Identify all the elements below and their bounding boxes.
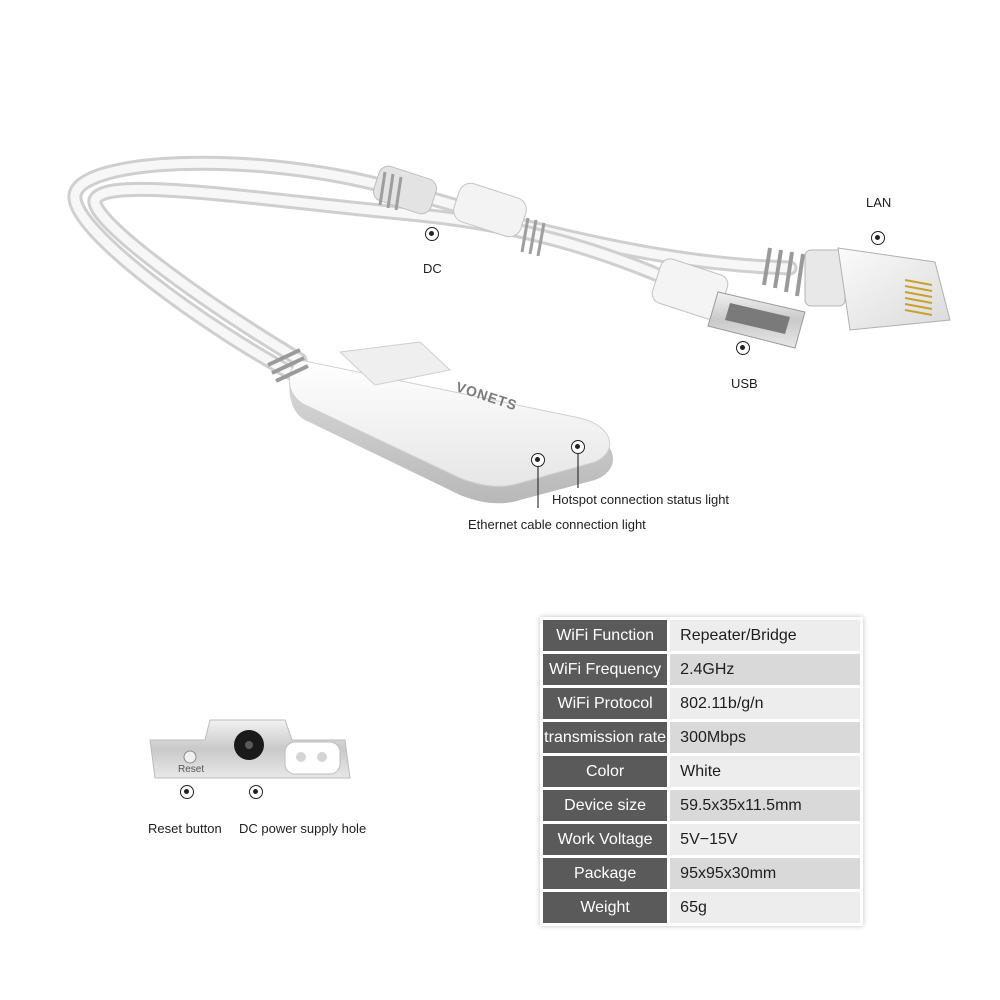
spec-value: 59.5x35x11.5mm: [670, 790, 860, 821]
spec-label: WiFi Function: [543, 620, 668, 651]
lan-label: LAN: [866, 195, 892, 210]
spec-label: WiFi Protocol: [543, 688, 668, 719]
cable-bundle: [67, 155, 798, 383]
device-body: [267, 341, 614, 504]
spec-table: WiFi Function Repeater/Bridge WiFi Frequ…: [540, 617, 863, 926]
dc-hole-marker-icon: [249, 785, 263, 799]
spec-label: Weight: [543, 892, 668, 923]
device-side-view: [149, 719, 351, 779]
rj45-connector: [762, 247, 951, 331]
spec-value: 65g: [670, 892, 860, 923]
callout-leaders: [537, 454, 579, 508]
lan-marker-icon: [871, 231, 885, 245]
hotspot-light-marker-icon: [571, 440, 585, 454]
ethernet-light-marker-icon: [531, 453, 545, 467]
usb-marker-icon: [736, 341, 750, 355]
spec-label: Device size: [543, 790, 668, 821]
table-row: Color White: [543, 756, 860, 787]
table-row: WiFi Protocol 802.11b/g/n: [543, 688, 860, 719]
spec-label: Work Voltage: [543, 824, 668, 855]
spec-value: Repeater/Bridge: [670, 620, 860, 651]
dc-marker-icon: [425, 227, 439, 241]
reset-button-marker-icon: [180, 785, 194, 799]
spec-label: Package: [543, 858, 668, 889]
dc-cable-highlight: [70, 158, 525, 380]
reset-engraving: Reset: [178, 764, 205, 775]
spec-value: 802.11b/g/n: [670, 688, 860, 719]
spec-value: White: [670, 756, 860, 787]
table-row: Package 95x95x30mm: [543, 858, 860, 889]
spec-value: 95x95x30mm: [670, 858, 860, 889]
hotspot-light-label: Hotspot connection status light: [552, 492, 730, 507]
reset-hole-icon: [183, 750, 197, 764]
table-row: Weight 65g: [543, 892, 860, 923]
table-row: WiFi Function Repeater/Bridge: [543, 620, 860, 651]
dc-strain-relief: [373, 165, 546, 257]
table-row: transmission rate 300Mbps: [543, 722, 860, 753]
ethernet-light-label: Ethernet cable connection light: [468, 517, 646, 532]
spec-value: 5V−15V: [670, 824, 860, 855]
usb-connector: [651, 258, 806, 349]
dc-hole-label: DC power supply hole: [239, 821, 367, 836]
usb-cable-highlight: [90, 184, 675, 365]
spec-label: WiFi Frequency: [543, 654, 668, 685]
spec-value: 2.4GHz: [670, 654, 860, 685]
table-row: WiFi Frequency 2.4GHz: [543, 654, 860, 685]
reset-button-label: Reset button: [148, 821, 222, 836]
usb-label: USB: [731, 376, 758, 391]
table-row: Work Voltage 5V−15V: [543, 824, 860, 855]
table-row: Device size 59.5x35x11.5mm: [543, 790, 860, 821]
spec-label: transmission rate: [543, 722, 668, 753]
spec-value: 300Mbps: [670, 722, 860, 753]
dc-label: DC: [423, 261, 442, 276]
spec-label: Color: [543, 756, 668, 787]
